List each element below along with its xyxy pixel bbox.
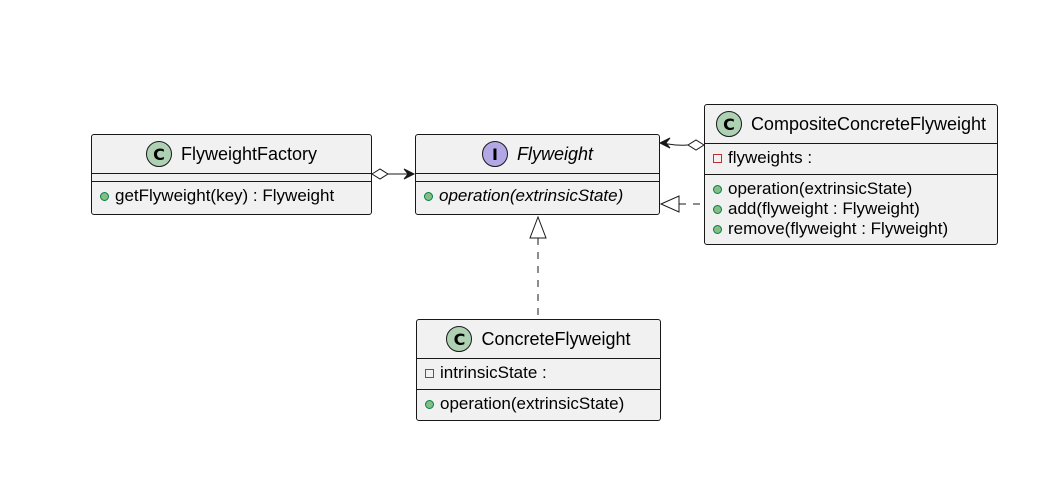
class-stereotype-icon: C — [145, 141, 172, 167]
method: operation(extrinsicState) — [417, 394, 660, 414]
method: add(flyweight : Flyweight) — [705, 199, 997, 219]
class-header: I Flyweight — [416, 135, 659, 173]
private-visibility-icon — [713, 153, 722, 163]
fields-section — [416, 173, 659, 181]
class-name: ConcreteFlyweight — [481, 328, 631, 349]
public-visibility-icon — [425, 399, 434, 409]
public-visibility-icon — [424, 191, 433, 201]
class-flyweight-factory: C FlyweightFactory getFlyweight(key) : F… — [91, 134, 372, 215]
public-visibility-icon — [100, 191, 109, 201]
class-name: Flyweight — [516, 143, 594, 164]
class-header: C FlyweightFactory — [92, 135, 371, 173]
realization-composite-to-flyweight — [659, 195, 703, 213]
methods-section: operation(extrinsicState) add(flyweight … — [705, 174, 997, 245]
private-visibility-icon — [425, 368, 434, 378]
fields-section — [92, 173, 371, 181]
method: operation(extrinsicState) — [416, 186, 659, 206]
field: intrinsicState : — [417, 363, 660, 383]
method: getFlyweight(key) : Flyweight — [92, 186, 371, 206]
public-visibility-icon — [713, 204, 722, 214]
class-name: FlyweightFactory — [180, 143, 318, 164]
fields-section: intrinsicState : — [417, 358, 660, 389]
method: operation(extrinsicState) — [705, 179, 997, 199]
class-stereotype-icon: C — [715, 111, 742, 137]
methods-section: getFlyweight(key) : Flyweight — [92, 181, 371, 212]
class-header: C CompositeConcreteFlyweight — [705, 105, 997, 143]
class-header: C ConcreteFlyweight — [417, 320, 660, 358]
class-name: CompositeConcreteFlyweight — [750, 113, 987, 134]
class-composite-concrete-flyweight: C CompositeConcreteFlyweight flyweights … — [704, 104, 998, 245]
aggregation-composite-to-flyweight — [658, 137, 705, 151]
class-stereotype-icon: C — [446, 326, 473, 352]
field: flyweights : — [705, 148, 997, 168]
public-visibility-icon — [713, 224, 722, 234]
method: remove(flyweight : Flyweight) — [705, 219, 997, 239]
interface-stereotype-icon: I — [481, 141, 508, 167]
interface-flyweight: I Flyweight operation(extrinsicState) — [415, 134, 660, 215]
realization-concrete-to-flyweight — [529, 215, 547, 318]
aggregation-factory-to-flyweight — [371, 168, 416, 180]
class-concrete-flyweight: C ConcreteFlyweight intrinsicState : ope… — [416, 319, 661, 421]
public-visibility-icon — [713, 184, 722, 194]
methods-section: operation(extrinsicState) — [417, 389, 660, 420]
methods-section: operation(extrinsicState) — [416, 181, 659, 212]
fields-section: flyweights : — [705, 143, 997, 174]
